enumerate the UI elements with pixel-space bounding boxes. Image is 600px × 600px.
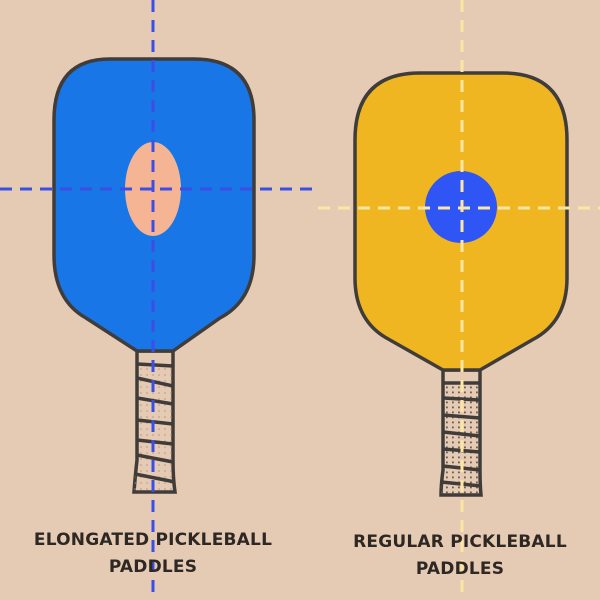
regular-paddle — [318, 0, 600, 600]
elongated-paddle — [0, 0, 312, 600]
regular-paddle-label: REGULAR PICKLEBALL PADDLES — [310, 529, 600, 583]
elongated-paddle-label: ELONGATED PICKLEBALL PADDLES — [0, 527, 306, 581]
elongated-label-line1: ELONGATED PICKLEBALL — [33, 530, 273, 550]
elongated-paddle-handle — [132, 349, 178, 494]
regular-paddle-handle — [439, 368, 483, 497]
regular-label-line1: REGULAR PICKLEBALL — [353, 532, 567, 552]
elongated-label-line2: PADDLES — [108, 557, 198, 577]
regular-label-line2: PADDLES — [415, 559, 505, 579]
